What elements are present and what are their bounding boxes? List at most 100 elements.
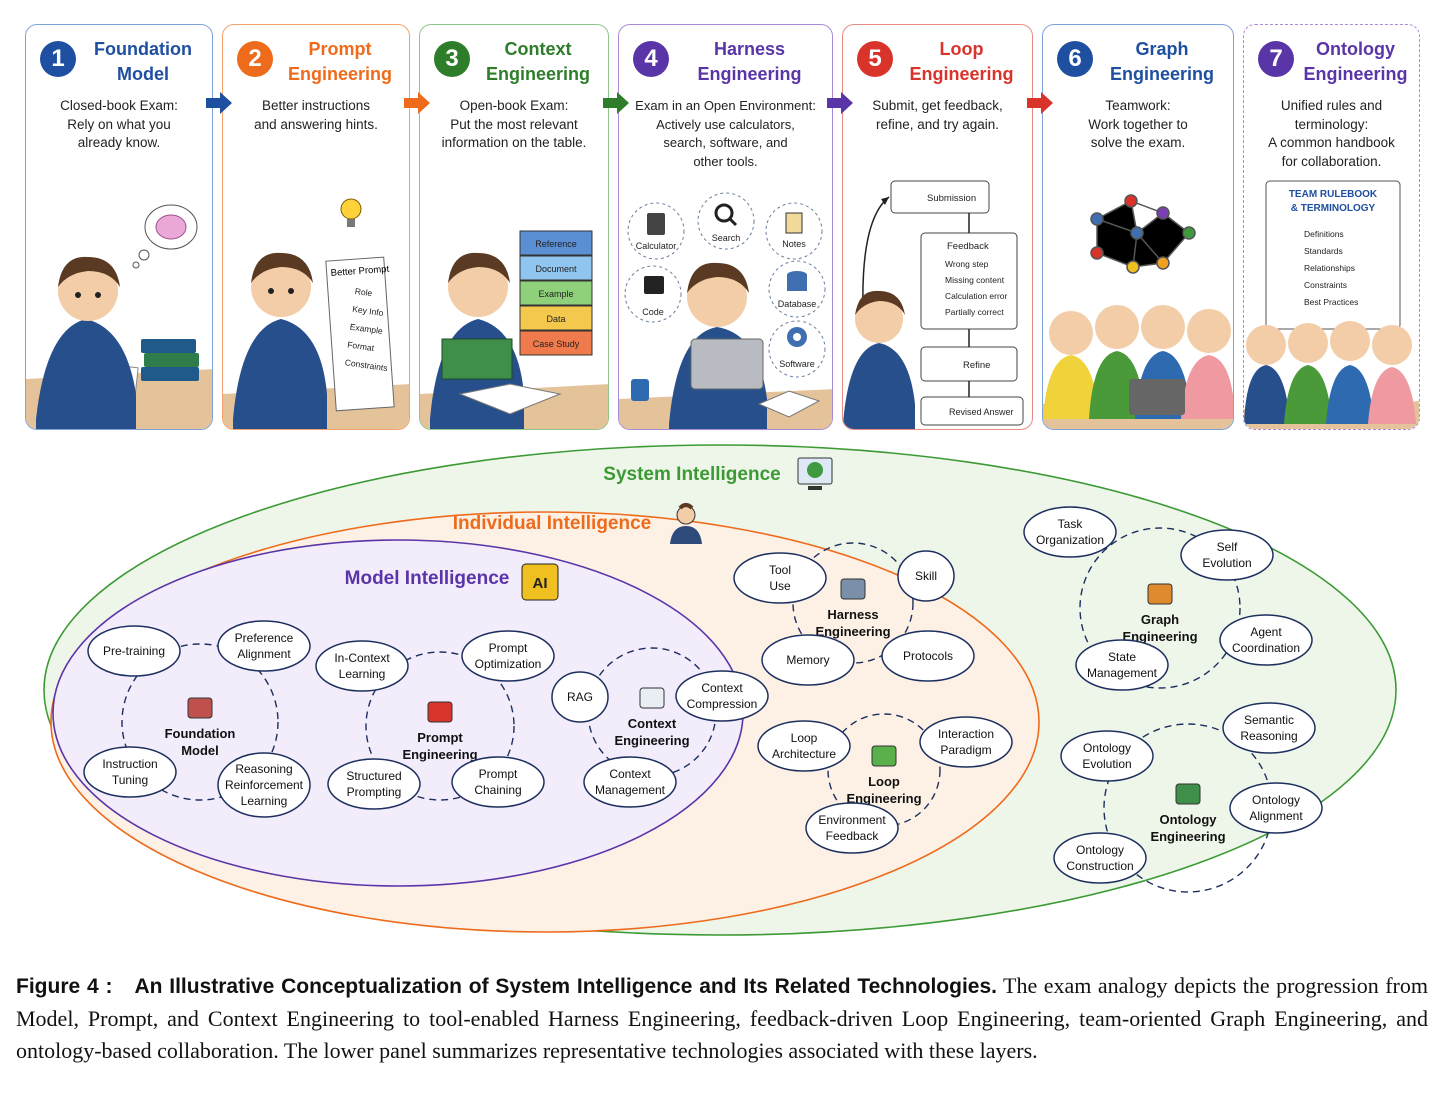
figure-title: An Illustrative Conceptualization of Sys… [134, 975, 997, 998]
team-rulebook-illustration: TEAM RULEBOOK& TERMINOLOGY Definitions S… [1244, 180, 1419, 429]
student-tools-illustration: Calculator Search Notes Code Database So… [619, 192, 832, 429]
node-bubble [461, 630, 555, 682]
student-thinking-illustration [26, 204, 212, 429]
cluster-ring [121, 643, 279, 801]
node-bubble [761, 634, 855, 686]
feedback-item: Wrong step [945, 259, 989, 269]
step-number: 7 [1258, 41, 1294, 77]
model-intelligence-label: Model Intelligence [345, 568, 510, 589]
panel-title: Context Engineering [485, 39, 590, 84]
node-bubble [897, 550, 955, 602]
gear-icon [787, 327, 807, 347]
team-graph-illustration [1043, 194, 1233, 429]
panel-description: Submit, get feedback, refine, and try ag… [872, 98, 1003, 132]
panel-title: Ontology Engineering [1303, 39, 1408, 84]
system-intelligence-label: System Intelligence [603, 464, 780, 485]
notes-icon [785, 212, 803, 234]
technology-node: Skill [897, 550, 955, 602]
feedback-title: Feedback [947, 241, 989, 252]
search-icon [714, 203, 738, 227]
rulebook-item: Relationships [1304, 263, 1355, 273]
database-icon [787, 271, 807, 291]
node-label: Memory [786, 653, 829, 667]
rulebook-item: Best Practices [1304, 297, 1358, 307]
node-bubble [757, 720, 851, 772]
card-item: Format [347, 339, 376, 353]
rulebook-title-line: TEAM RULEBOOK [1289, 189, 1378, 200]
node-bubble [1060, 730, 1154, 782]
node-bubble [919, 716, 1013, 768]
lightbulb-icon [340, 198, 362, 227]
cluster-icon [871, 745, 897, 767]
cluster-icon [1175, 783, 1201, 805]
panel-description: Better instructions and answering hints. [254, 98, 378, 132]
node-bubble [1180, 529, 1274, 581]
cluster-ring [1079, 527, 1241, 689]
node-bubble [217, 620, 311, 672]
step-number: 3 [434, 41, 470, 77]
panel-description: Exam in an Open Environment: Actively us… [635, 98, 816, 169]
node-bubble [1229, 782, 1323, 834]
panel-description: Closed-book Exam: Rely on what you alrea… [60, 98, 178, 150]
tool-label: Software [779, 359, 815, 369]
cluster-icon [840, 578, 866, 600]
panel-description: Open-book Exam: Put the most relevant in… [441, 98, 587, 150]
panel-description: Unified rules and terminology: A common … [1268, 98, 1395, 169]
node-bubble [83, 746, 177, 798]
calculator-icon [647, 213, 665, 235]
panel-context-engineering: 3 Context Engineering Open-book Exam: Put… [419, 24, 609, 430]
card-item: Example [349, 322, 383, 337]
step-arrow-icon [1027, 92, 1053, 114]
tool-label: Code [642, 307, 664, 317]
cluster-icon [1147, 583, 1173, 605]
rulebook-item: Standards [1304, 246, 1343, 256]
node-bubble [583, 756, 677, 808]
node-bubble [733, 552, 827, 604]
tool-label: Search [712, 233, 741, 243]
feedback-item: Partially correct [945, 307, 1004, 317]
step-number: 1 [40, 41, 76, 77]
panel-title: Graph Engineering [1109, 39, 1214, 84]
tool-label: Database [778, 299, 817, 309]
svg-text:AI: AI [533, 575, 548, 592]
node-bubble [1219, 614, 1313, 666]
step-number: 6 [1057, 41, 1093, 77]
node-bubble [87, 625, 181, 677]
figure-body: The exam analogy depicts the progression… [16, 973, 1428, 1063]
tool-label: Notes [782, 239, 806, 249]
figure-caption: Figure 4 :An Illustrative Conceptualizat… [16, 970, 1428, 1067]
